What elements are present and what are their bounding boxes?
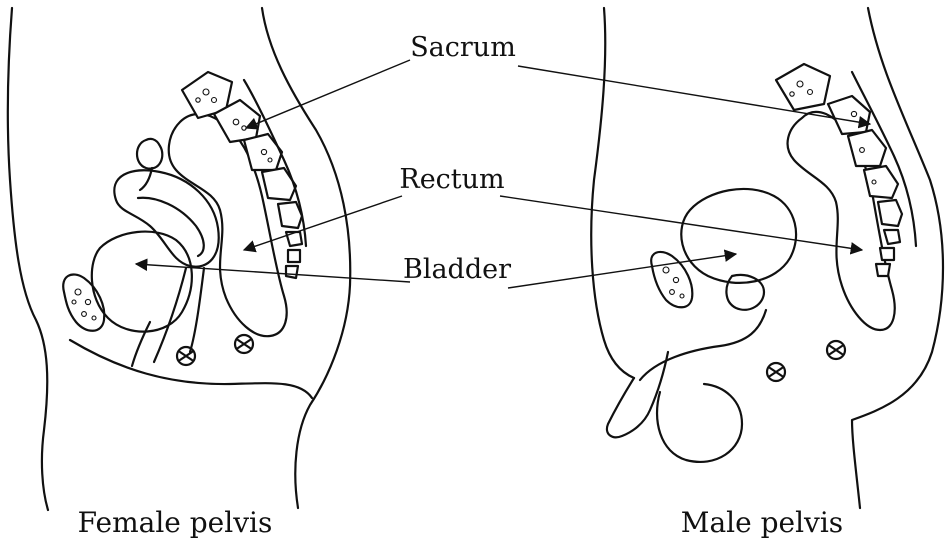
male-prostate bbox=[726, 275, 764, 310]
male-body-front-outline bbox=[591, 8, 634, 378]
female-body-front-outline bbox=[8, 8, 48, 510]
male-body-back-outline bbox=[852, 8, 943, 508]
female-urethra bbox=[132, 322, 150, 366]
male-anus-symbol bbox=[827, 341, 845, 359]
female-sacrum bbox=[182, 72, 306, 278]
female-coccyx-symbol bbox=[235, 335, 253, 353]
bladder-leader-female bbox=[136, 264, 410, 282]
female-pelvis-illustration bbox=[8, 8, 350, 510]
female-anus-symbol bbox=[177, 347, 195, 365]
sacrum-leader-female bbox=[246, 60, 410, 128]
bladder-label: Bladder bbox=[403, 254, 511, 285]
female-uterus-inner bbox=[138, 198, 204, 256]
bladder-leader-male bbox=[508, 254, 736, 288]
sacrum-label: Sacrum bbox=[410, 32, 516, 63]
male-urethra bbox=[640, 310, 766, 380]
female-ovary bbox=[137, 139, 162, 169]
male-scrotum bbox=[657, 384, 742, 462]
male-pelvis-illustration bbox=[591, 8, 943, 508]
male-pelvis-caption: Male pelvis bbox=[681, 506, 843, 539]
male-perineum-symbol bbox=[767, 363, 785, 381]
male-pubic-bone bbox=[651, 252, 692, 307]
rectum-label: Rectum bbox=[399, 164, 504, 195]
male-bladder bbox=[681, 189, 796, 283]
female-pelvis-caption: Female pelvis bbox=[78, 506, 273, 539]
female-bladder bbox=[92, 232, 192, 332]
